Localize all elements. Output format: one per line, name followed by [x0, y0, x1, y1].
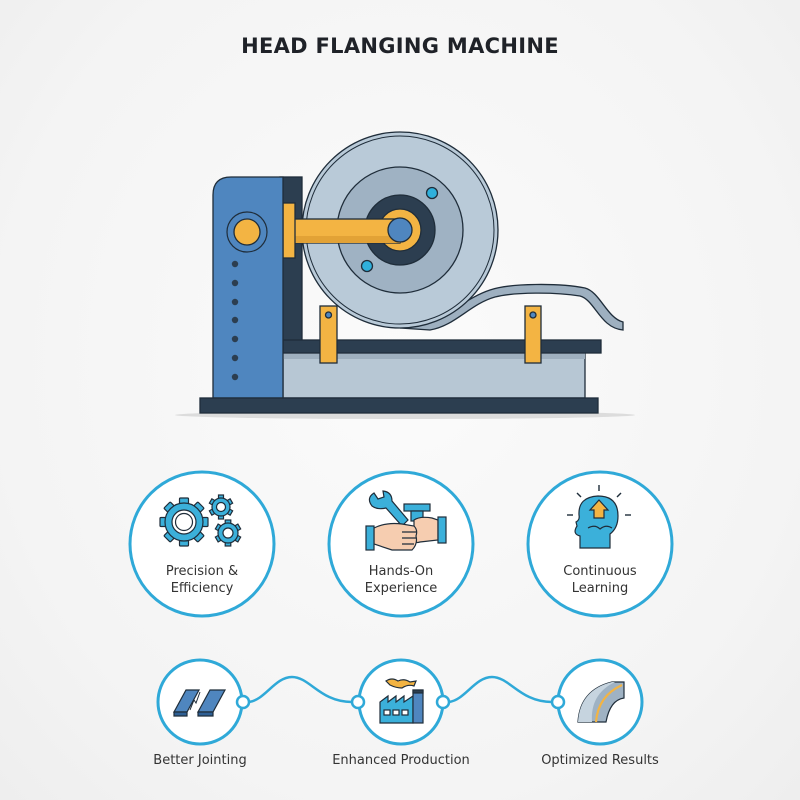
clamp-bracket-right	[524, 305, 542, 364]
feature-label-line1: Hands-On	[368, 564, 434, 579]
bolt-icon	[360, 259, 374, 273]
curved-flange-icon	[577, 681, 625, 723]
feature-label-line2: Learning	[571, 581, 629, 596]
factory-icon	[379, 678, 424, 724]
step-label-production: Enhanced Production	[332, 753, 470, 768]
step-circle-jointing	[156, 658, 244, 746]
bolt-icon	[425, 186, 439, 200]
hands-wrench-icon	[365, 490, 447, 551]
arm-bracket	[282, 202, 296, 259]
arm-pivot	[387, 217, 413, 243]
process-connector	[248, 675, 553, 704]
feature-learning: Continuous Learning	[530, 563, 670, 597]
feature-label-line2: Experience	[364, 581, 438, 596]
head-arrow-up-icon	[567, 485, 631, 549]
feature-precision: Precision & Efficiency	[132, 563, 272, 597]
feature-label-line2: Efficiency	[170, 581, 234, 596]
column-knob	[233, 218, 261, 246]
clamp-bracket-left	[319, 305, 338, 364]
machine-illustration	[175, 131, 635, 419]
curved-sheet-flange	[399, 283, 624, 331]
feature-hands-on: Hands-On Experience	[331, 563, 471, 597]
base-plate	[199, 397, 599, 414]
feature-label-line1: Precision &	[165, 564, 239, 579]
jointing-plates-icon	[172, 689, 227, 717]
feature-label-line1: Continuous	[563, 564, 637, 579]
column-rivets	[231, 260, 239, 381]
step-label-jointing: Better Jointing	[153, 753, 247, 768]
gears-icon	[159, 494, 242, 547]
frame-column	[212, 176, 284, 399]
page-title: HEAD FLANGING MACHINE	[241, 34, 559, 58]
connector-nodes	[235, 694, 566, 710]
step-label-results: Optimized Results	[541, 753, 659, 768]
